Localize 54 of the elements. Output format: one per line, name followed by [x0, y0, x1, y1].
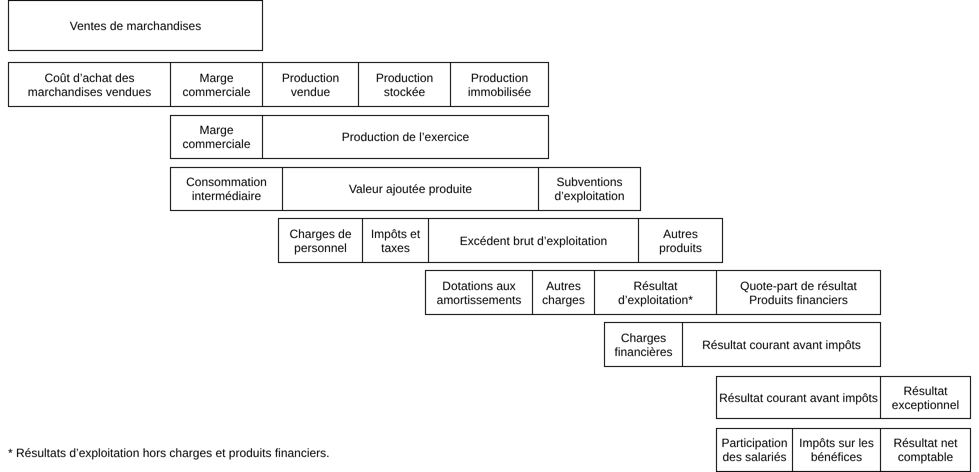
account-box [792, 428, 881, 472]
account-box [8, 0, 263, 51]
box-label: Impôts et taxes [370, 226, 422, 254]
account-box [716, 376, 881, 419]
account-box [538, 167, 641, 211]
account-box [170, 115, 263, 159]
account-box [425, 270, 533, 315]
box-label: Ventes de marchandises [70, 18, 202, 32]
box-label: Marge commerciale [181, 70, 252, 98]
account-box [362, 218, 429, 263]
account-box [638, 218, 723, 263]
box-label: Autres produits [658, 226, 703, 254]
footnote: * Résultats d’exploitation hors charges et produits financiers. [8, 446, 330, 460]
account-box [682, 322, 881, 367]
box-label: Impôts sur les bénéfices [798, 436, 875, 464]
box-label: Résultat courant avant impôts [719, 390, 878, 404]
box-label: Production vendue [280, 70, 340, 98]
account-box [716, 428, 793, 472]
account-box [880, 376, 971, 419]
box-label: Résultat exceptionnel [890, 384, 960, 412]
box-label: Quote-part de résultat [740, 278, 857, 292]
box-label: Charges de personnel [288, 226, 353, 254]
box-label: Subventions d’exploitation [553, 175, 626, 203]
box-label: Dotations aux amortissements [436, 278, 522, 306]
box-label: Production stockée [374, 70, 434, 98]
account-box [716, 270, 881, 315]
account-box [262, 115, 549, 159]
box-label: Production de l’exercice [342, 130, 470, 144]
account-box [262, 62, 359, 107]
box-label: Produits financiers [749, 292, 848, 306]
account-box [450, 62, 549, 107]
account-box [880, 428, 971, 472]
box-label: Autres charges [541, 278, 586, 306]
box-label: Résultat net comptable [892, 436, 959, 464]
box-label: Production immobilisée [466, 70, 532, 98]
account-box [358, 62, 451, 107]
box-label: Résultat courant avant impôts [702, 338, 861, 352]
box-label: Résultat d’exploitation* [617, 278, 694, 306]
box-label: Excédent brut d’exploitation [460, 234, 608, 248]
account-box [428, 218, 639, 263]
box-label: Valeur ajoutée produite [348, 182, 472, 196]
box-label: Participation des salariés [720, 436, 789, 464]
box-label: Coût d’achat des marchandises vendues [26, 70, 152, 98]
account-box [532, 270, 595, 315]
box-label: Consommation intermédiaire [185, 175, 268, 203]
box-label: Marge commerciale [181, 123, 252, 151]
account-box [282, 167, 539, 211]
account-box [8, 62, 171, 107]
account-box [594, 270, 717, 315]
box-label: Charges financières [613, 330, 674, 358]
account-box [278, 218, 363, 263]
account-box [170, 62, 263, 107]
account-box [170, 167, 283, 211]
account-box [604, 322, 683, 367]
